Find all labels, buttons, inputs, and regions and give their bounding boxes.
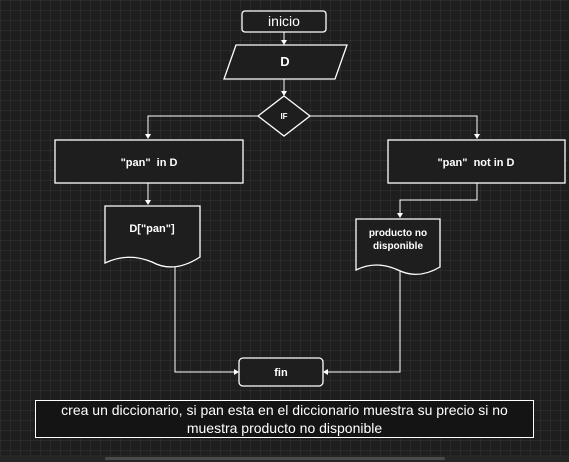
- output-true-node[interactable]: D["pan"]: [104, 205, 201, 268]
- edges: [145, 32, 480, 375]
- arrowhead: [397, 213, 403, 218]
- edge-output-false-to-fin: [327, 270, 401, 373]
- arrowhead: [281, 40, 287, 45]
- description-note-text: crea un diccionario, si pan esta en el d…: [61, 402, 508, 436]
- arrowhead: [145, 200, 151, 205]
- decision-node[interactable]: IF: [256, 95, 312, 137]
- scrollbar-thumb[interactable]: [105, 457, 445, 460]
- arrowhead: [145, 134, 151, 139]
- output-true-label: D["pan"]: [129, 223, 175, 235]
- edge-false-to-output: [399, 183, 478, 214]
- input-node-label: D: [280, 54, 289, 69]
- edge-output-true-to-fin: [174, 262, 235, 373]
- input-node[interactable]: D: [223, 44, 348, 80]
- output-false-node[interactable]: producto no disponible: [355, 218, 441, 275]
- description-note[interactable]: crea un diccionario, si pan esta en el d…: [35, 400, 534, 438]
- arrowhead: [234, 369, 239, 375]
- branch-true-label: "pan" in D: [121, 157, 178, 169]
- branch-false-label: "pan" not in D: [437, 157, 514, 169]
- branch-false-node[interactable]: "pan" not in D: [387, 139, 566, 184]
- edge-if-to-false: [310, 115, 478, 135]
- output-false-label-line1: producto no: [369, 228, 427, 239]
- branch-true-node[interactable]: "pan" in D: [54, 139, 244, 184]
- start-node-label: inicio: [268, 13, 300, 29]
- decision-node-label: IF: [280, 112, 287, 121]
- edge-if-to-true: [147, 115, 258, 135]
- arrowhead: [323, 369, 328, 375]
- arrowhead: [281, 91, 287, 96]
- end-node[interactable]: fin: [238, 357, 324, 387]
- end-node-label: fin: [274, 367, 288, 379]
- start-node[interactable]: inicio: [241, 10, 327, 33]
- arrowhead: [474, 134, 480, 139]
- output-false-label-line2: disponible: [373, 241, 423, 252]
